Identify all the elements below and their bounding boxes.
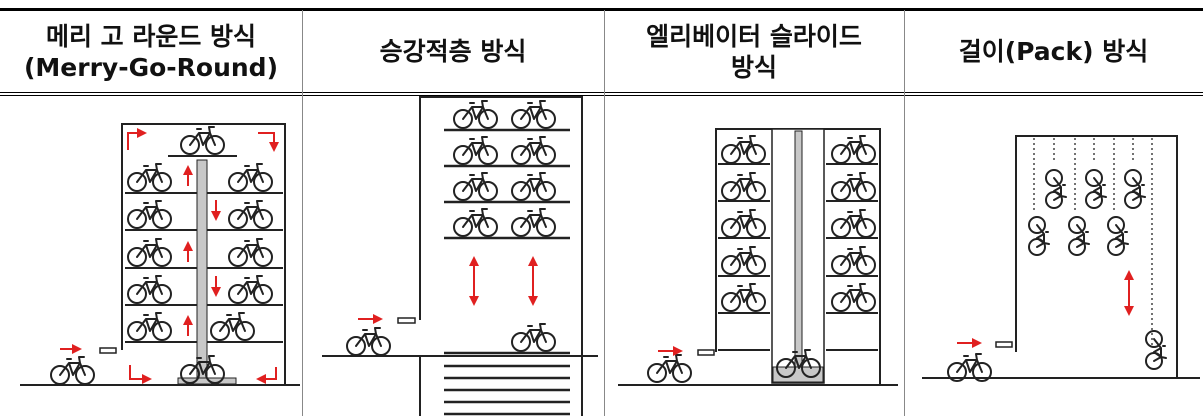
column-divider xyxy=(604,10,605,416)
entrance-slot xyxy=(99,347,117,354)
bicycle-icon xyxy=(947,169,1167,382)
bicycle-icon xyxy=(647,135,876,383)
elevator-rail xyxy=(794,130,803,368)
header-line: 방식 xyxy=(730,52,777,82)
arrow-icon xyxy=(60,128,279,384)
arrow-icon xyxy=(957,270,1134,348)
shelves xyxy=(718,163,878,351)
building-outline xyxy=(121,123,286,385)
top-rule xyxy=(0,8,1203,11)
header-line: 메리 고 라운드 방식 xyxy=(45,21,257,51)
header-line: 엘리베이터 슬라이드 xyxy=(646,21,862,51)
shelves xyxy=(444,128,570,355)
column-divider xyxy=(302,10,303,416)
rotation-shaft xyxy=(196,159,208,385)
column-divider xyxy=(904,10,905,416)
diagrams-canvas xyxy=(20,96,1200,416)
header-elevator-slide: 엘리베이터 슬라이드 방식 xyxy=(604,11,904,92)
shelves xyxy=(125,155,283,343)
header-rule xyxy=(0,92,1203,96)
header-lift-stacking: 승강적층 방식 xyxy=(302,11,604,92)
header-line: 승강적층 방식 xyxy=(379,37,527,66)
entrance-slot xyxy=(697,349,715,356)
building-outline xyxy=(419,96,583,356)
elevator-slide-diagram xyxy=(618,128,898,386)
hanging-pack-diagram xyxy=(922,135,1200,382)
bicycle-icon xyxy=(346,100,556,356)
header-line: 걸이(Pack) 방식 xyxy=(958,37,1149,66)
building-outline xyxy=(1015,135,1178,378)
hanging-cables xyxy=(1033,138,1153,348)
arrow-icon xyxy=(358,256,538,324)
bicycle-icon xyxy=(50,126,273,385)
lift-stacking-diagram xyxy=(322,96,598,416)
entrance-slot xyxy=(995,341,1013,348)
merry-go-round-diagram xyxy=(20,123,300,386)
header-line: (Merry-Go-Round) xyxy=(23,52,278,82)
entrance-slot xyxy=(397,317,416,324)
pit-floors xyxy=(444,364,570,416)
header-hanging-pack: 걸이(Pack) 방식 xyxy=(904,11,1203,92)
header-merry-go-round: 메리 고 라운드 방식 (Merry-Go-Round) xyxy=(0,11,302,92)
